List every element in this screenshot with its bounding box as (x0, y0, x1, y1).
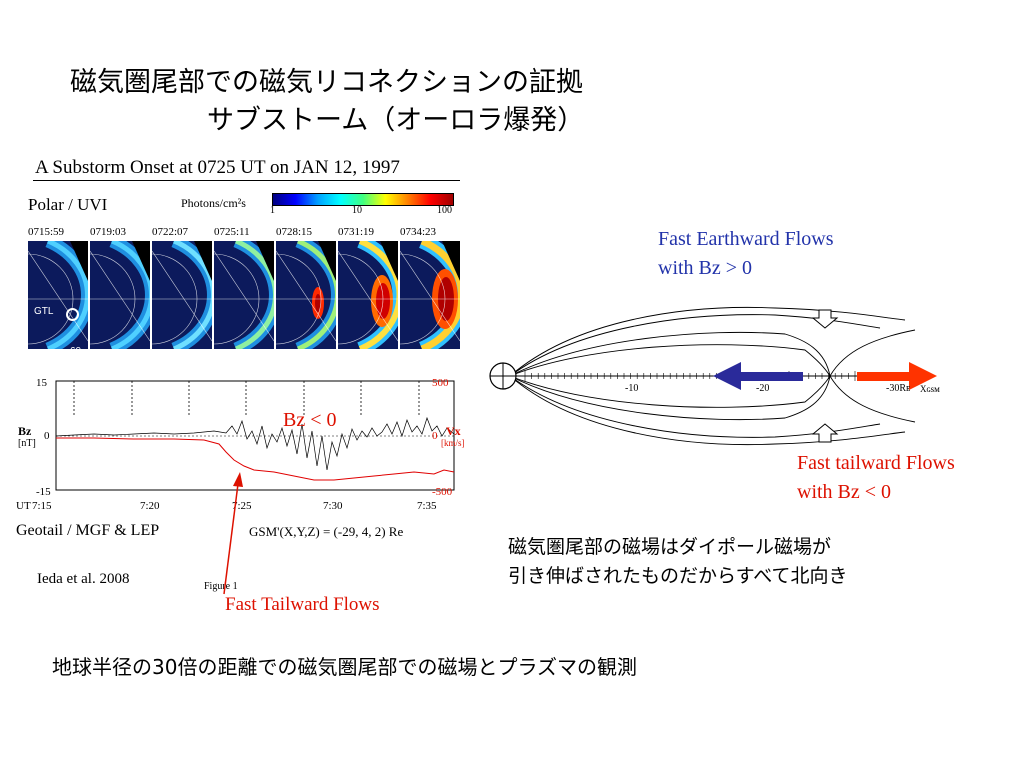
station-marker-icon (66, 308, 79, 321)
citation: Ieda et al. 2008 (37, 571, 130, 587)
ut-label: UT (16, 500, 31, 512)
fast-tailward-annotation: Fast Tailward Flows (225, 594, 380, 615)
bz-axis-unit: [nT] (18, 438, 36, 449)
colorbar-tick-100: 100 (437, 205, 452, 216)
earthward-flows-line2: with Bz > 0 (658, 257, 753, 279)
figure-title: A Substorm Onset at 0725 UT on JAN 12, 1… (35, 157, 400, 178)
colorbar-label: Photons/cm²s (181, 196, 246, 210)
magnetotail-diagram (485, 290, 955, 464)
figure-label: Figure 1 (204, 581, 238, 592)
time-tick: 7:35 (417, 500, 437, 512)
bz-vx-time-series (34, 376, 464, 502)
tailward-flows-line2: with Bz < 0 (797, 481, 892, 503)
vx-tick-zero: 0 (432, 430, 438, 442)
image-time: 0722:07 (152, 226, 189, 238)
vx-tick-bottom: -500 (432, 486, 453, 498)
auroral-image (214, 241, 274, 349)
description-line2: 引き伸ばされたものだからすべて北向き (508, 565, 848, 587)
image-time: 0728:15 (276, 226, 313, 238)
annotation-arrow-icon (223, 472, 243, 595)
image-time: 0731:19 (338, 226, 375, 238)
earthward-arrow-icon (735, 372, 803, 381)
vx-tick-top: 500 (432, 377, 449, 389)
image-time: 0734:23 (400, 226, 437, 238)
axis-tick-10: -10 (625, 383, 639, 394)
polar-uvi-label: Polar / UVI (28, 195, 108, 214)
x-gsm-axis-label: Xɢsᴍ (920, 384, 940, 394)
auroral-image (90, 241, 150, 349)
slide-footer: 地球半径の30倍の距離での磁気圏尾部での磁場とプラズマの観測 (52, 655, 638, 679)
gsm-coordinates: GSM'(X,Y,Z) = (-29, 4, 2) Re (249, 524, 404, 539)
auroral-image (338, 241, 398, 349)
vx-axis-unit: [km/s] (441, 438, 465, 448)
bz-negative-annotation: Bz < 0 (283, 409, 337, 431)
auroral-image (152, 241, 212, 349)
time-tick: 7:20 (140, 500, 160, 512)
colorbar (272, 193, 454, 206)
slide-title-line1: 磁気圏尾部での磁気リコネクションの証拠 (70, 67, 583, 98)
auroral-image (400, 241, 460, 349)
colorbar-tick-10: 10 (352, 205, 362, 216)
station-label: GTL (34, 306, 54, 317)
colorbar-tick-1: 1 (270, 205, 275, 216)
bz-axis-label: Bz (18, 424, 32, 438)
auroral-image-strip (28, 241, 462, 349)
tailward-arrow-icon (857, 372, 913, 381)
geotail-label: Geotail / MGF & LEP (16, 522, 160, 539)
axis-tick-30: -30Rᴇ (886, 383, 911, 394)
earthward-flows-line1: Fast Earthward Flows (658, 228, 834, 250)
time-tick: 7:25 (232, 500, 252, 512)
auroral-image (28, 241, 88, 349)
bz-tick-bottom: -15 (36, 486, 51, 498)
tailward-flows-line1: Fast tailward Flows (797, 452, 955, 474)
slide-title-line2: サブストーム（オーロラ爆発） (207, 105, 585, 136)
image-time: 0715:59 (28, 226, 65, 238)
time-tick: 7:15 (32, 500, 52, 512)
description-line1: 磁気圏尾部の磁場はダイポール磁場が (508, 536, 832, 558)
figure-title-underline (33, 180, 460, 181)
image-time: 0719:03 (90, 226, 127, 238)
image-time: 0725:11 (214, 226, 250, 238)
time-tick: 7:30 (323, 500, 343, 512)
auroral-image (276, 241, 336, 349)
latitude-label: 60 (70, 346, 82, 357)
axis-tick-20: -20 (756, 383, 770, 394)
vx-axis-label: Vx (446, 424, 461, 438)
bz-tick-top: 15 (36, 377, 47, 389)
bz-tick-zero: 0 (44, 430, 50, 442)
